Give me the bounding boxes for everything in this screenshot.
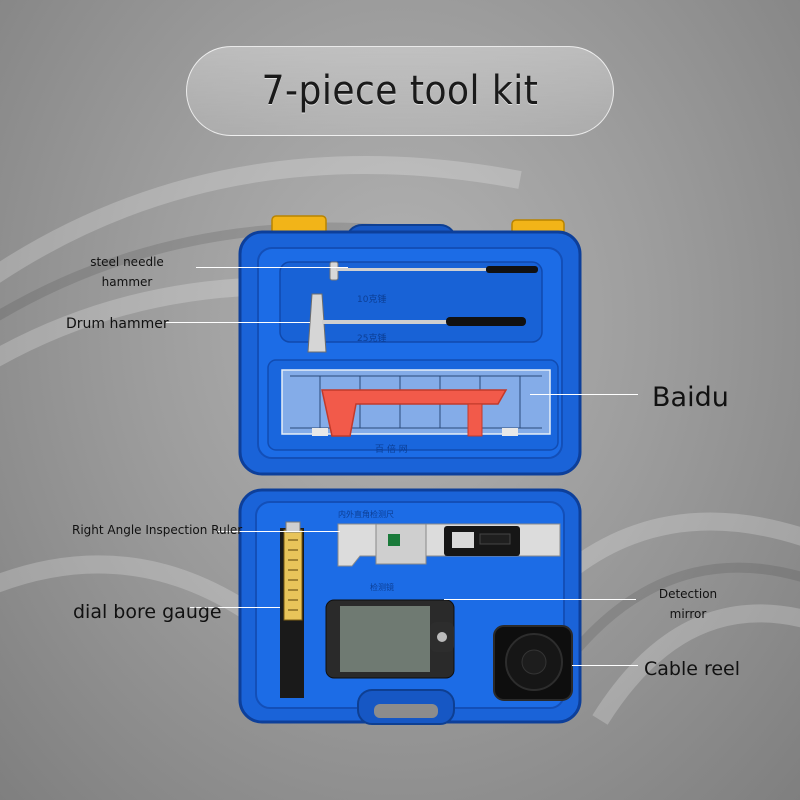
callout-line-baidu — [530, 394, 638, 395]
callout-line-right-angle-ruler — [216, 531, 340, 532]
label-cable-reel: Cable reel — [644, 658, 741, 680]
label-detection-line1: Detection — [658, 587, 718, 601]
label-drum-hammer: Drum hammer — [66, 316, 169, 332]
callout-line-detection-mirror — [444, 599, 636, 600]
drum-hammer — [307, 293, 526, 353]
label-detection-line2: mirror — [669, 607, 707, 621]
label-right-angle-ruler: Right Angle Inspection Ruler — [72, 523, 243, 537]
cable-reel — [493, 625, 573, 701]
svg-text:百 倍 网: 百 倍 网 — [375, 443, 408, 455]
svg-text:检测镜: 检测镜 — [370, 582, 394, 592]
label-detection-mirror: Detection mirror — [650, 584, 726, 624]
svg-text:10克锤: 10克锤 — [357, 293, 386, 305]
case-lower-half: 内外直角检测尺 检测镜 — [238, 488, 582, 725]
right-angle-ruler — [337, 523, 561, 567]
callout-line-steel-needle-hammer — [196, 267, 348, 268]
case-upper-half: 10克锤 25克锤 百 倍 — [238, 215, 582, 476]
red-ruler-handle — [321, 389, 508, 437]
steel-needle-hammer — [329, 261, 538, 281]
svg-text:内外直角检测尺: 内外直角检测尺 — [338, 509, 394, 519]
label-dial-bore-gauge: dial bore gauge — [73, 601, 222, 623]
label-steel-needle-hammer: steel needle hammer — [86, 252, 168, 292]
callout-line-cable-reel — [572, 665, 638, 666]
svg-text:25克锤: 25克锤 — [357, 332, 386, 344]
callout-line-dial-bore-gauge — [190, 607, 280, 608]
label-baidu: Baidu — [652, 382, 729, 413]
dial-bore-gauge — [280, 521, 304, 698]
label-steel-needle-line1: steel needle — [90, 255, 164, 269]
callout-line-drum-hammer — [164, 322, 310, 323]
label-steel-needle-line2: hammer — [101, 275, 153, 289]
detection-mirror — [325, 599, 455, 679]
title-pill: 7-piece tool kit — [186, 46, 614, 136]
page-title: 7-piece tool kit — [261, 68, 539, 114]
